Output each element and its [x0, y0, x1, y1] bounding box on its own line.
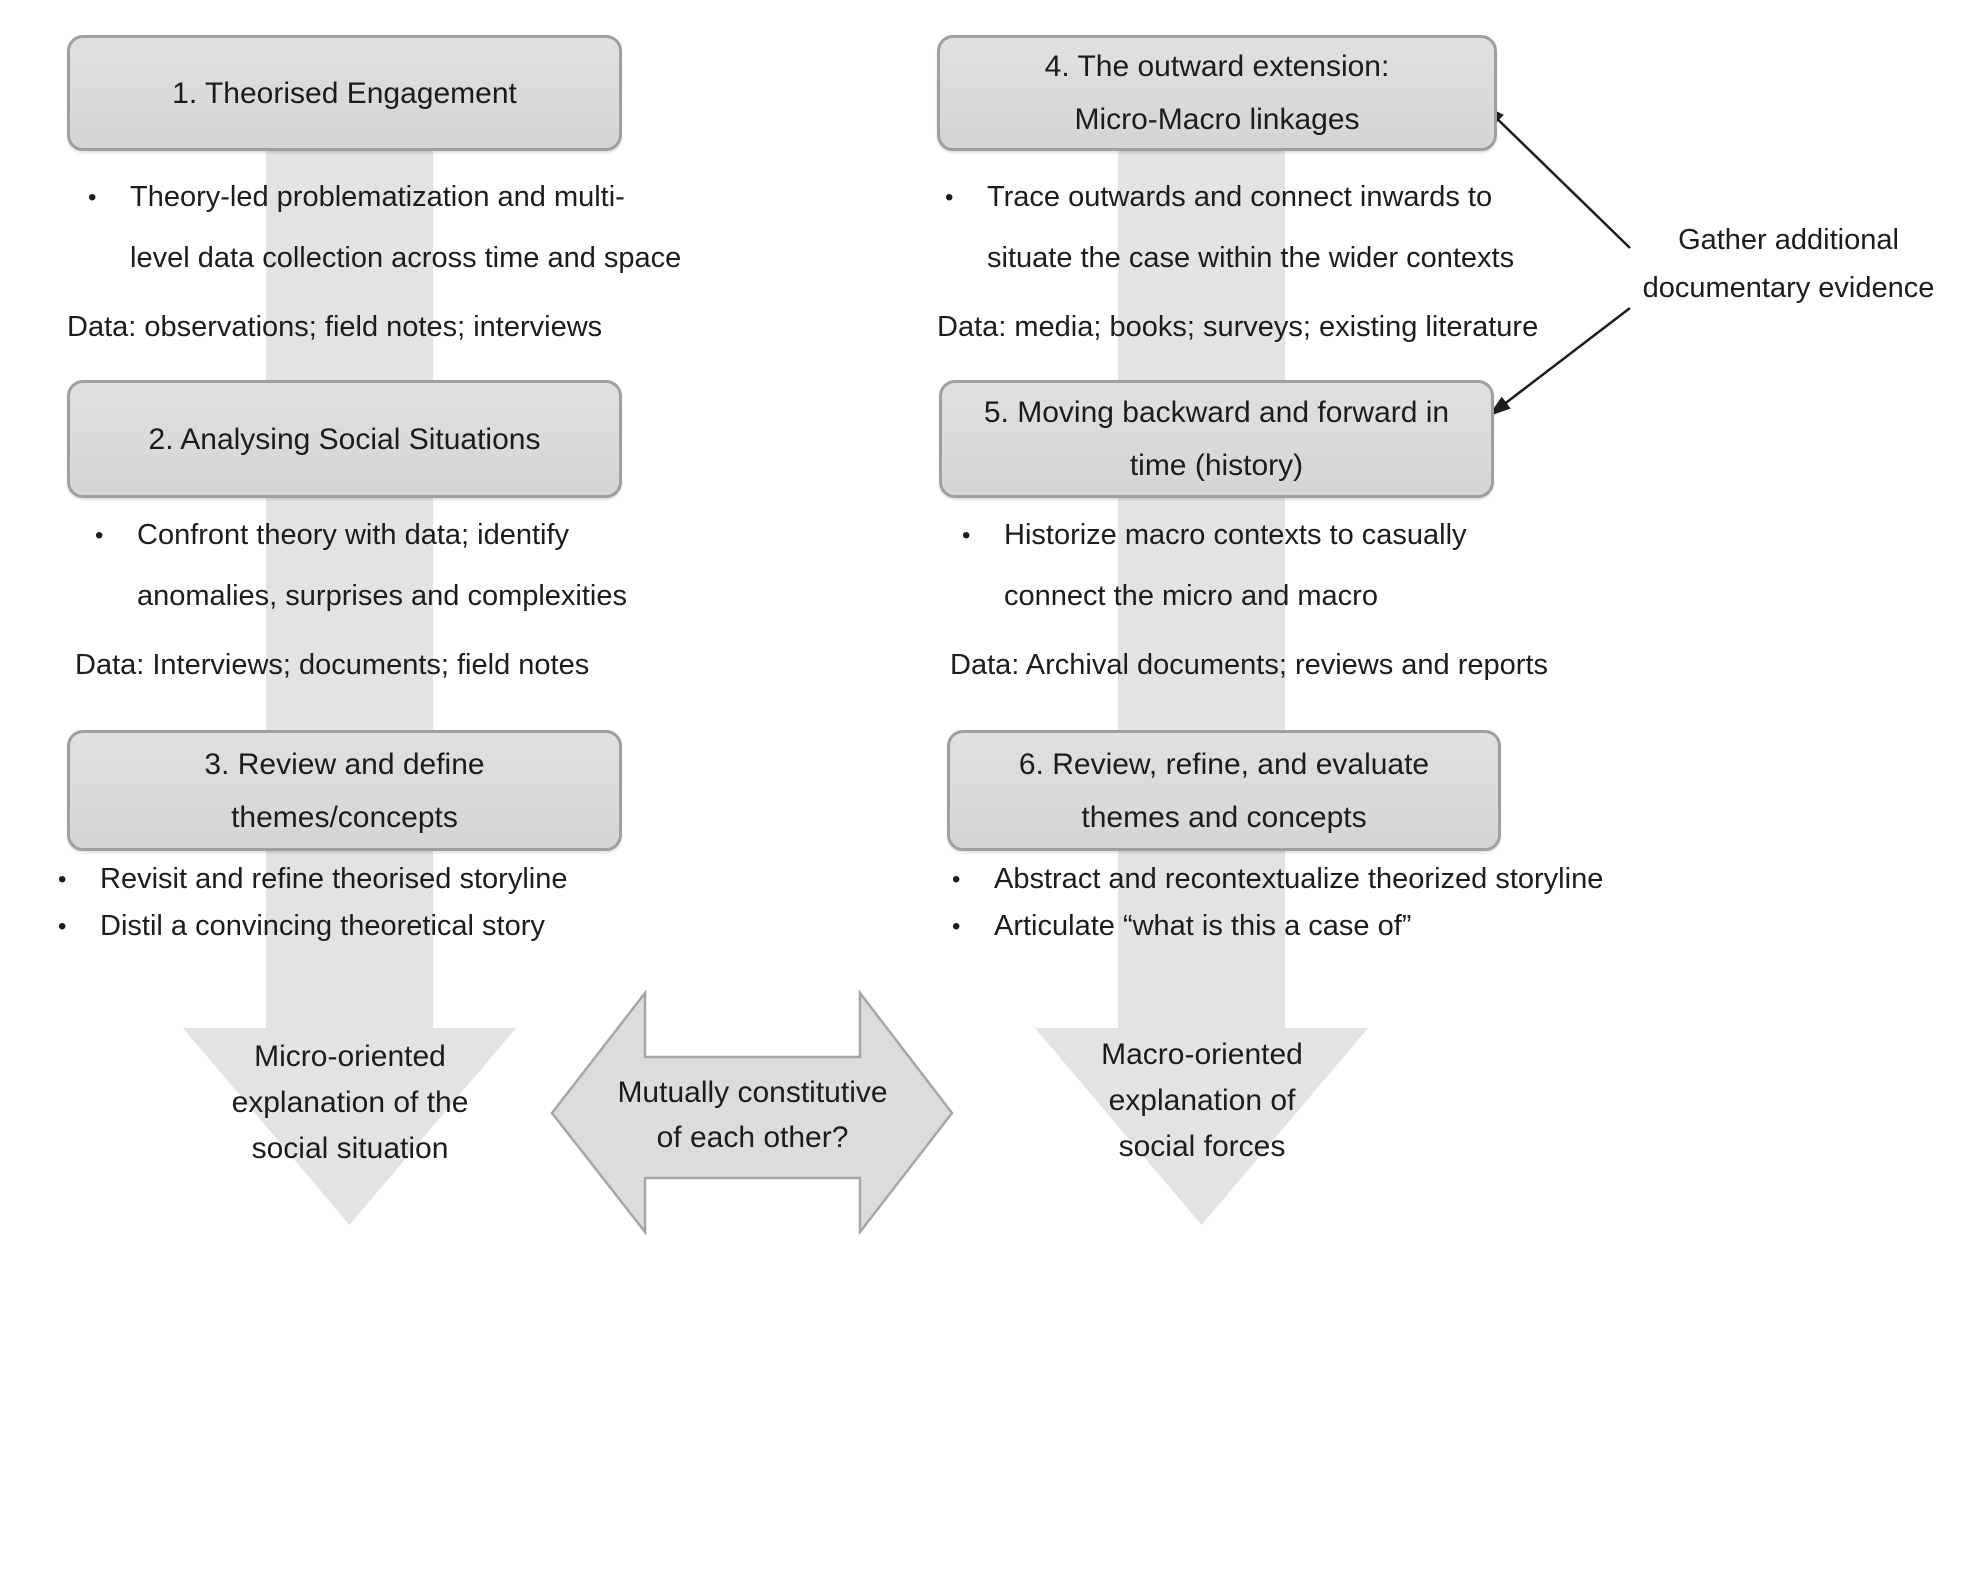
step-title-line: 6. Review, refine, and evaluate — [1018, 747, 1430, 781]
center-arrow-label: Mutually constitutive of each other? — [570, 1070, 935, 1160]
bullet-line: anomalies, surprises and complexities — [137, 580, 627, 612]
step-title-line: 3. Review and define — [204, 747, 485, 781]
bullet-dot: • — [962, 522, 971, 549]
data-sources-line: Data: Archival documents; reviews and re… — [950, 649, 1548, 681]
bullet-dot: • — [88, 184, 97, 211]
bullet-dot: • — [95, 522, 104, 549]
outcome-line: social situation — [251, 1132, 449, 1165]
data-sources-line: Data: media; books; surveys; existing li… — [937, 311, 1539, 343]
center-arrow-label-line: of each other? — [656, 1121, 849, 1154]
right-outcome-label: Macro-oriented explanation of social for… — [1032, 1032, 1372, 1170]
step-box-3: 3. Review and define themes/concepts — [67, 730, 622, 851]
step-title-line: themes and concepts — [1081, 800, 1367, 834]
step-title-line: 1. Theorised Engagement — [172, 76, 517, 110]
bullet-line: Abstract and recontextualize theorized s… — [994, 863, 1604, 895]
right-flow-arrow-shaft — [1118, 88, 1285, 1030]
left-flow-arrow-shaft — [266, 88, 433, 1030]
bullet-item: • Articulate “what is this a case of” — [952, 896, 1411, 957]
step-title-line: Micro-Macro linkages — [1074, 103, 1360, 136]
bullet-dot: • — [945, 184, 954, 211]
annotation-label: Gather additional documentary evidence — [1616, 216, 1961, 312]
bullet-item: • Distil a convincing theoretical story — [58, 896, 545, 957]
bullet-line: Historize macro contexts to casually — [1004, 519, 1467, 551]
step-title-line: time (history) — [1129, 449, 1304, 482]
step-box-6: 6. Review, refine, and evaluate themes a… — [947, 730, 1501, 851]
step-box-1: 1. Theorised Engagement — [67, 35, 622, 151]
data-sources-line: Data: Interviews; documents; field notes — [75, 649, 590, 681]
outcome-line: Micro-oriented — [254, 1040, 446, 1073]
bullet-line: situate the case within the wider contex… — [987, 242, 1515, 274]
bullet-dot: • — [58, 913, 67, 940]
bullet-line: level data collection across time and sp… — [130, 242, 682, 274]
annotation-line: documentary evidence — [1642, 272, 1935, 304]
step-box-2: 2. Analysing Social Situations — [67, 380, 622, 498]
step-box-5: 5. Moving backward and forward in time (… — [939, 380, 1494, 498]
data-sources-line: Data: observations; field notes; intervi… — [67, 311, 603, 343]
bullet-item: • Revisit and refine theorised storyline — [58, 849, 567, 910]
bullet-line: Articulate “what is this a case of” — [994, 910, 1412, 942]
annotation-arrow-to-step4 — [1482, 104, 1631, 249]
step-box-4: 4. The outward extension: Micro-Macro li… — [937, 35, 1497, 151]
bullet-item: • Abstract and recontextualize theorized… — [952, 849, 1603, 910]
annotation-arrows — [1482, 104, 1631, 417]
bullet-line: Theory-led problematization and multi- — [130, 181, 625, 213]
bullet-line: Distil a convincing theoretical story — [100, 910, 545, 942]
outcome-line: explanation of — [1108, 1084, 1296, 1117]
outcome-line: Macro-oriented — [1101, 1038, 1303, 1071]
step-title-line: 2. Analysing Social Situations — [148, 422, 541, 456]
double-headed-arrow — [550, 989, 954, 1236]
outcome-line: social forces — [1118, 1130, 1286, 1163]
bullet-line: Trace outwards and connect inwards to — [987, 181, 1493, 213]
step-title-line: 4. The outward extension: — [1044, 50, 1390, 83]
center-arrow-label-line: Mutually constitutive — [617, 1076, 888, 1109]
outcome-line: explanation of the — [231, 1086, 469, 1119]
annotation-line: Gather additional — [1678, 224, 1899, 256]
step-title-line: themes/concepts — [231, 800, 458, 834]
bullet-dot: • — [58, 866, 67, 893]
bullet-dot: • — [952, 866, 961, 893]
bullet-line: Revisit and refine theorised storyline — [100, 863, 568, 895]
bullet-item: • Confront theory with data; identify an… — [95, 505, 627, 627]
bullet-item: • Theory-led problematization and multi-… — [88, 167, 681, 289]
bullet-dot: • — [952, 913, 961, 940]
bullet-item: • Historize macro contexts to casually c… — [962, 505, 1467, 627]
step-title-line: 5. Moving backward and forward in — [983, 396, 1450, 429]
bullet-line: Confront theory with data; identify — [137, 519, 570, 551]
annotation-arrow-to-step5 — [1488, 307, 1631, 417]
left-outcome-label: Micro-oriented explanation of the social… — [180, 1034, 520, 1172]
bullet-line: connect the micro and macro — [1004, 580, 1378, 612]
bullet-item: • Trace outwards and connect inwards to … — [945, 167, 1514, 289]
